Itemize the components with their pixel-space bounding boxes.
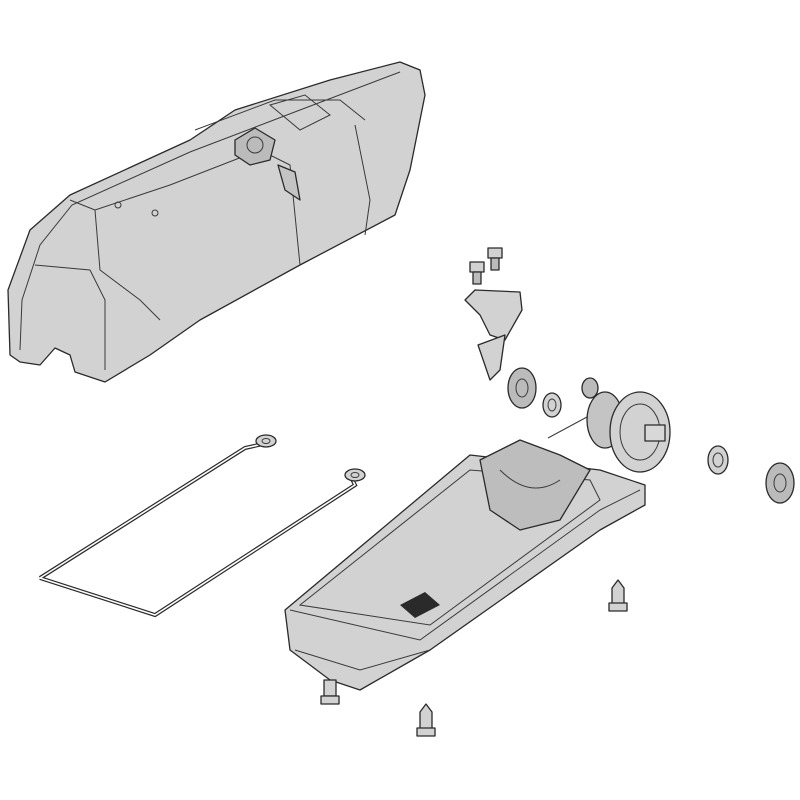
gear-assembly [547, 377, 671, 473]
bracket [464, 289, 523, 381]
screw-set-top [469, 247, 503, 285]
screw-bottom-left [320, 679, 340, 705]
washer-left [542, 392, 562, 418]
gasket [38, 434, 366, 618]
screw-bottom-center [416, 703, 436, 737]
base-housing [284, 439, 646, 691]
top-cover [7, 61, 426, 383]
bearing-right [765, 462, 795, 504]
bearing-left [507, 367, 537, 409]
screw-bottom-right [608, 579, 628, 612]
washer-right [707, 445, 729, 475]
